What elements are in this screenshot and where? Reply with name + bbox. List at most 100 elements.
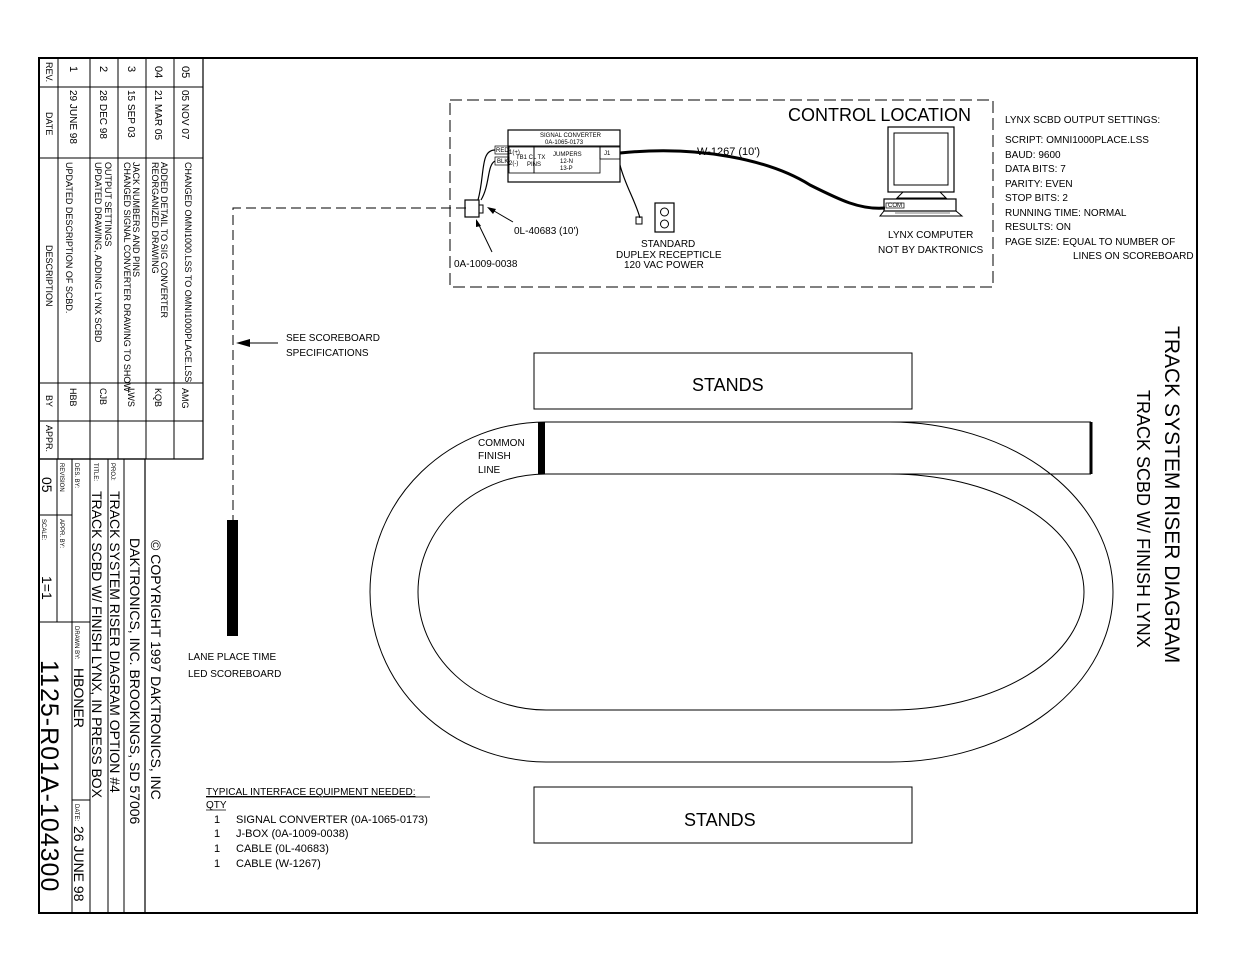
see-specifications-line2: SPECIFICATIONS <box>286 348 369 359</box>
company-address: DAKTRONICS, INC. BROOKINGS, SD 57006 <box>127 538 143 825</box>
rev-5-number: 05 <box>179 66 191 78</box>
proj-label: PROJ: <box>109 463 115 481</box>
drawn-by-label: DRAWN BY: <box>73 626 79 660</box>
rev-2-number: 2 <box>97 66 109 72</box>
title-label: TITLE: <box>92 463 98 481</box>
control-location-heading: CONTROL LOCATION <box>788 105 971 125</box>
equipment-heading: TYPICAL INTERFACE EQUIPMENT NEEDED: <box>206 787 415 798</box>
qty-header: QTY <box>206 800 227 811</box>
stands-bottom-label: STANDS <box>684 810 756 830</box>
date-label: DATE: <box>73 804 79 822</box>
see-specifications-line1: SEE SCOREBOARD <box>286 333 380 344</box>
receptacle-line3: 120 VAC POWER <box>624 260 704 271</box>
pins-line1: TB1 CL TX <box>516 155 545 161</box>
title-value: TRACK SCBD W/ FINISH LYNX, IN PRESS BOX <box>89 491 105 799</box>
cable-0l-40683-label: 0L-40683 (10') <box>514 226 579 237</box>
equipment-1-qty: 1 <box>214 814 220 826</box>
setting-page-size: PAGE SIZE: EQUAL TO NUMBER OF <box>1005 237 1175 248</box>
receptacle-line2: DUPLEX RECEPTICLE <box>616 250 722 261</box>
jumpers-title: JUMPERS <box>553 152 582 158</box>
date-value: 26 JUNE 98 <box>71 826 87 902</box>
lynx-output-settings: LYNX SCBD OUTPUT SETTINGS: SCRIPT: OMNI1… <box>1005 115 1194 262</box>
stands-top <box>533 352 913 410</box>
scale-label: SCALE: <box>40 519 46 541</box>
rev-3-desc-line1: CHANGED SIGNAL CONVERTER DRAWING TO SHOW <box>122 162 132 392</box>
title-block: © COPYRIGHT 1997 DAKTRONICS, INC DAKTRON… <box>35 458 164 914</box>
scoreboard-cable-run <box>232 207 466 520</box>
rev-1-number: 1 <box>67 66 79 72</box>
plus-terminal-label: 1(+) <box>509 150 520 156</box>
equipment-4-desc: CABLE (W-1267) <box>236 858 321 870</box>
equipment-3-qty: 1 <box>214 843 220 855</box>
setting-script: SCRIPT: OMNI1000PLACE.LSS <box>1005 135 1149 146</box>
rev-3-number: 3 <box>125 66 137 72</box>
settings-heading: LYNX SCBD OUTPUT SETTINGS: <box>1005 115 1160 126</box>
proj-value: TRACK SYSTEM RISER DIAGRAM OPTION #4 <box>107 491 123 793</box>
rev-header: REV. <box>44 62 54 82</box>
revision-value: 05 <box>39 477 55 493</box>
finish-line-label2: FINISH <box>478 451 511 462</box>
description-header: DESCRIPTION <box>44 245 54 307</box>
cable-w-1267 <box>619 149 886 210</box>
setting-parity: PARITY: EVEN <box>1005 179 1073 190</box>
rev-2-date: 28 DEC 98 <box>97 90 108 139</box>
com-port-label: COM <box>888 203 902 209</box>
finish-line <box>538 422 545 474</box>
jumpers-line1: 12-N <box>560 159 573 165</box>
j-box-part-label: 0A-1009-0038 <box>454 259 518 270</box>
rev-1-date: 29 JUNE 98 <box>67 90 78 144</box>
equipment-list: TYPICAL INTERFACE EQUIPMENT NEEDED: QTY … <box>206 787 430 870</box>
finish-line-label3: LINE <box>478 465 501 476</box>
stands-bottom <box>533 786 913 844</box>
equipment-4-qty: 1 <box>214 858 220 870</box>
cable-w-1267-label: W-1267 (10') <box>697 146 760 158</box>
wire-0l-40683 <box>477 149 496 201</box>
minus-terminal-label: 2(-) <box>509 161 518 167</box>
rev-1-desc: UPDATED DESCRIPTION OF SCBD. <box>64 162 74 313</box>
copyright-notice: © COPYRIGHT 1997 DAKTRONICS, INC <box>148 540 164 800</box>
equipment-2-qty: 1 <box>214 828 220 840</box>
drawing-number: 1125-R01A-104300 <box>35 660 63 892</box>
rev-1-by: HBB <box>68 388 78 407</box>
duplex-receptacle-icon <box>654 202 675 233</box>
setting-baud: BAUD: 9600 <box>1005 150 1061 161</box>
signal-converter-title: SIGNAL CONVERTER <box>540 133 602 139</box>
revision-table: REV. DATE DESCRIPTION BY APPR. 1 29 JUNE… <box>38 57 204 460</box>
setting-data-bits: DATA BITS: 7 <box>1005 164 1066 175</box>
blk-wire-label: BLK <box>497 159 508 165</box>
drawn-by-value: HBONER <box>71 668 87 728</box>
rev-4-desc-line2: ADDED DETAIL TO SIG CONVERTER <box>159 162 169 319</box>
setting-page-size-cont: LINES ON SCOREBOARD <box>1073 251 1194 262</box>
date-header: DATE <box>44 112 54 135</box>
setting-results: RESULTS: ON <box>1005 222 1071 233</box>
rev-5-date: 05 NOV 07 <box>179 90 190 140</box>
scoreboard-label-line2: LED SCOREBOARD <box>188 669 281 680</box>
appr-by-label: APPR. BY: <box>58 519 64 548</box>
rev-4-desc-line1: REORGANIZED DRAWING <box>150 162 160 274</box>
equipment-1-desc: SIGNAL CONVERTER (0A-1065-0173) <box>236 814 428 826</box>
equipment-3-desc: CABLE (0L-40683) <box>236 843 329 855</box>
appr-header: APPR. <box>44 425 54 452</box>
signal-converter-part: 0A-1065-0173 <box>545 140 584 146</box>
rev-3-by: LWS <box>126 388 136 407</box>
computer-line2: NOT BY DAKTRONICS <box>878 245 984 256</box>
stands-top-label: STANDS <box>692 375 764 395</box>
signal-converter: SIGNAL CONVERTER 0A-1065-0173 JUMPERS 12… <box>494 129 621 183</box>
led-scoreboard <box>227 520 238 636</box>
by-header: BY <box>44 395 54 407</box>
arrow-icon <box>236 339 250 347</box>
rev-4-number: 04 <box>152 66 164 78</box>
scale-value: 1=1 <box>39 576 55 600</box>
sub-title: TRACK SCBD W/ FINISH LYNX <box>1133 390 1153 648</box>
scoreboard-label-line1: LANE PLACE TIME <box>188 652 277 663</box>
j1-label: J1 <box>604 151 611 157</box>
rev-2-desc-line2: OUTPUT SETTINGS <box>103 162 113 246</box>
control-location-box: CONTROL LOCATION SIGNAL CONVERTER 0A-106… <box>449 99 994 288</box>
des-by-label: DES. BY: <box>73 463 79 488</box>
revision-label: REVISION <box>58 463 64 492</box>
jumpers-line2: 13-P <box>560 166 573 172</box>
rev-5-by: AMG <box>180 388 190 409</box>
red-wire-label: RED <box>496 148 509 154</box>
rev-3-desc-line2: JACK NUMBERS AND PINS <box>131 162 141 277</box>
